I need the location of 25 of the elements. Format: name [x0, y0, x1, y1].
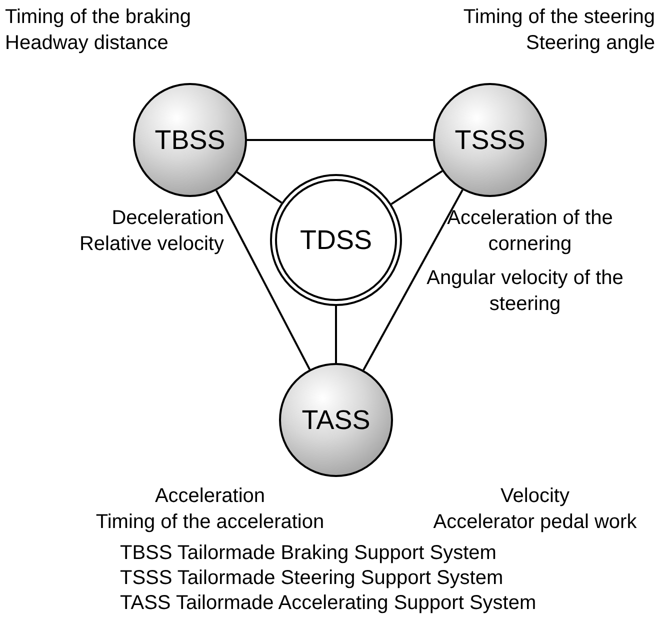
legend-text: TBSS Tailormade Braking Support System — [120, 541, 496, 566]
connector-line — [236, 171, 282, 204]
parameter-text: Angular velocity of the steering — [426, 266, 624, 317]
connector-line — [390, 170, 443, 205]
parameter-text: Accelerator pedal work — [432, 510, 638, 535]
parameter-text: Timing of the acceleration — [94, 510, 326, 535]
parameter-text: Deceleration — [110, 206, 224, 231]
parameter-text: Headway distance — [5, 31, 170, 56]
parameter-text: Acceleration of the cornering — [446, 206, 614, 257]
node-label: TBSS — [154, 124, 226, 156]
parameter-text: Timing of the steering — [462, 5, 655, 30]
connector-line — [247, 139, 433, 141]
connector-line — [215, 190, 311, 370]
parameter-text: Timing of the braking — [5, 5, 192, 30]
node-label: TASS — [302, 404, 370, 436]
legend-text: TASS Tailormade Accelerating Support System — [120, 591, 536, 616]
parameter-text: Steering angle — [525, 31, 655, 56]
connector-line — [362, 189, 464, 371]
connector-line — [335, 306, 337, 363]
parameter-text: Velocity — [500, 484, 570, 509]
parameter-text: Acceleration — [154, 484, 266, 509]
node-label: TSSS — [454, 124, 526, 156]
parameter-text: Relative velocity — [78, 232, 224, 257]
node-label: TDSS — [300, 224, 372, 256]
legend-text: TSSS Tailormade Steering Support System — [120, 566, 504, 591]
